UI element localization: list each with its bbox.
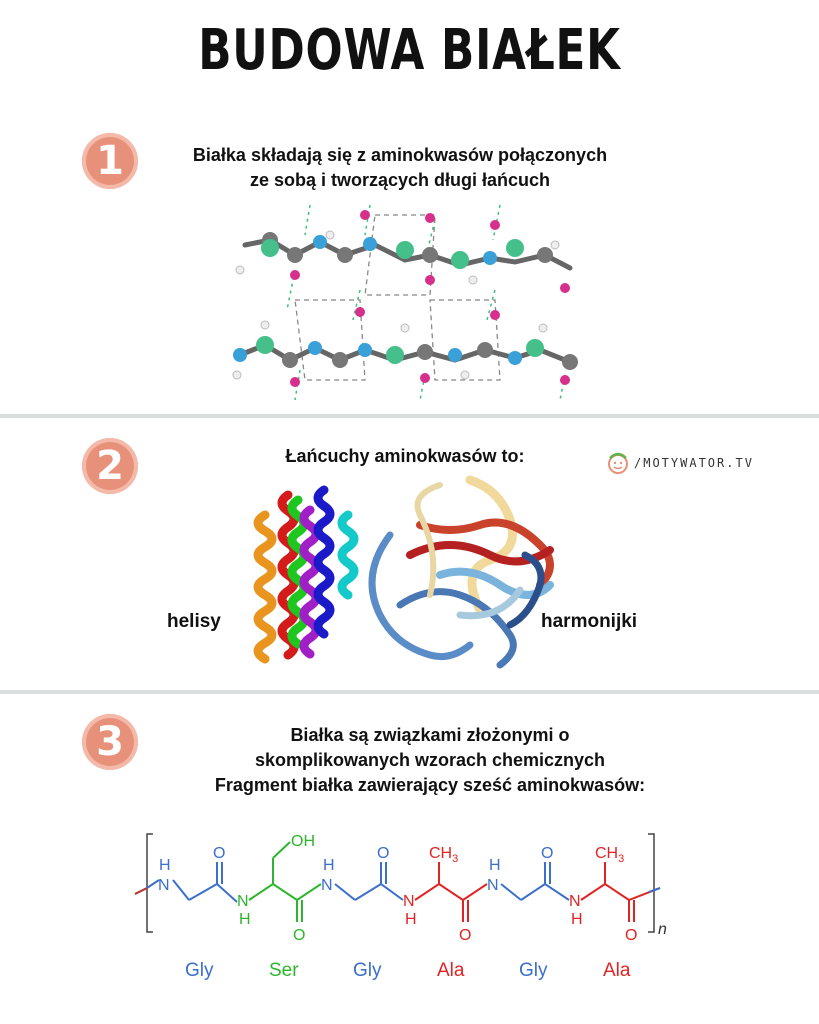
step-number: 1: [96, 138, 124, 184]
atom-o: O: [625, 927, 637, 944]
residue-labels: Gly Ser Gly Ala Gly Ala: [185, 960, 645, 986]
caption-line: ze sobą i tworzących długi łańcuch: [249, 170, 551, 190]
atom-h: H: [159, 857, 171, 874]
step-number: 2: [96, 443, 124, 489]
brand-face-icon: [608, 452, 628, 474]
atom-h: H: [239, 911, 251, 928]
step-badge-1: 1: [82, 133, 138, 189]
residue-label: Ala: [437, 960, 465, 981]
caption-line: Białka składają się z aminokwasów połącz…: [192, 145, 608, 165]
residue-label: Gly: [519, 960, 548, 981]
atom-o: O: [377, 845, 389, 862]
section-1-caption: Białka składają się z aminokwasów połącz…: [130, 143, 670, 193]
residue-label: Ser: [269, 960, 299, 981]
atom-ch3: CH3: [595, 845, 624, 865]
atom-o: O: [293, 927, 305, 944]
atom-n: N: [237, 893, 249, 910]
alpha-helix-illustration: [253, 485, 359, 664]
residue-label: Gly: [185, 960, 214, 981]
section-2-caption: Łańcuchy aminokwasów to:: [285, 446, 525, 466]
residue-label: Ala: [603, 960, 631, 981]
peptide-formula: H N O N H OH O N H O N H CH3 O N H O N H…: [134, 833, 667, 944]
atom-oh: OH: [291, 833, 315, 850]
atom-o: O: [459, 927, 471, 944]
brand-text: /MOTYWATOR.TV: [634, 456, 754, 470]
step-badge-3: 3: [82, 714, 138, 770]
caption-line: skomplikowanych wzorach chemicznych: [254, 750, 606, 770]
section-3-caption: Białka są związkami złożonymi o skomplik…: [150, 723, 710, 798]
atom-o: O: [541, 845, 553, 862]
atom-n: N: [321, 877, 333, 894]
step-badge-2: 2: [82, 438, 138, 494]
atom-h: H: [489, 857, 501, 874]
brand-logo: /MOTYWATOR.TV: [606, 452, 754, 474]
residue-label: Gly: [353, 960, 382, 981]
atom-ch3: CH3: [429, 845, 458, 865]
helix-label: helisy: [167, 611, 221, 632]
atom-n: N: [569, 893, 581, 910]
amino-acid-chain-illustration: [232, 204, 578, 401]
atom-h: H: [323, 857, 335, 874]
atom-n: N: [403, 893, 415, 910]
step-number: 3: [96, 719, 124, 765]
page-title: BUDOWA BIAŁEK: [198, 18, 621, 83]
atom-n: N: [158, 877, 170, 894]
atom-o: O: [213, 845, 225, 862]
caption-line: Fragment białka zawierający sześć aminok…: [214, 775, 646, 795]
section-divider: [0, 690, 819, 694]
atom-h: H: [571, 911, 583, 928]
atom-h: H: [405, 911, 417, 928]
atom-n: N: [487, 877, 499, 894]
caption-line: Białka są związkami złożonymi o: [290, 725, 570, 745]
beta-sheet-illustration: [368, 475, 554, 669]
repeat-index: n: [658, 921, 667, 938]
sheet-label: harmonijki: [541, 611, 638, 632]
section-divider: [0, 414, 819, 418]
